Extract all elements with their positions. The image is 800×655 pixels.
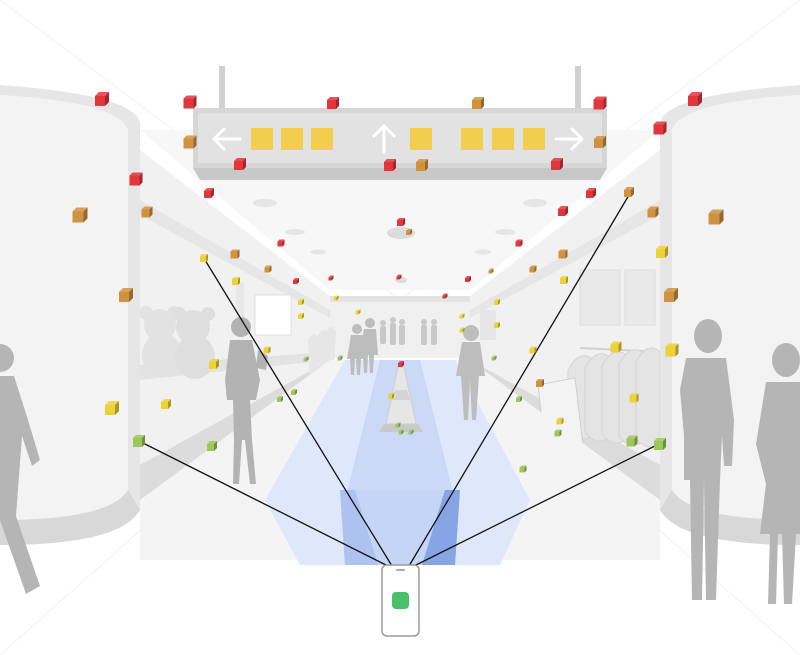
yellow-marker bbox=[232, 277, 240, 285]
yellow-marker bbox=[161, 399, 171, 409]
green-marker bbox=[337, 355, 343, 361]
red-marker bbox=[586, 188, 596, 198]
red-marker bbox=[515, 239, 523, 247]
green-marker bbox=[291, 389, 297, 395]
orange-marker bbox=[488, 268, 494, 274]
red-marker bbox=[183, 95, 197, 109]
red-marker bbox=[277, 239, 285, 247]
left-pillar bbox=[0, 85, 140, 545]
yellow-marker bbox=[355, 309, 361, 315]
smartphone-icon bbox=[381, 564, 420, 637]
yellow-marker bbox=[388, 393, 394, 399]
yellow-marker bbox=[209, 359, 219, 369]
red-marker bbox=[293, 278, 299, 284]
orange-marker bbox=[558, 249, 568, 259]
red-marker bbox=[95, 92, 109, 106]
arrow-left-icon bbox=[212, 127, 242, 151]
green-marker bbox=[519, 465, 527, 473]
yellow-marker bbox=[459, 313, 465, 319]
sign-tiles bbox=[251, 128, 545, 150]
status-dot bbox=[392, 592, 409, 609]
red-marker bbox=[442, 293, 448, 299]
yellow-marker bbox=[656, 246, 668, 258]
yellow-marker bbox=[263, 346, 271, 354]
orange-marker bbox=[416, 159, 428, 171]
clothes-rack bbox=[567, 347, 661, 448]
green-marker bbox=[398, 429, 404, 435]
orange-marker bbox=[183, 135, 197, 149]
yellow-marker bbox=[298, 299, 304, 305]
red-marker bbox=[129, 172, 143, 186]
red-marker bbox=[593, 96, 607, 110]
orange-marker bbox=[647, 206, 659, 218]
yellow-marker bbox=[333, 295, 339, 301]
orange-marker bbox=[264, 265, 272, 273]
orange-marker bbox=[664, 288, 678, 302]
green-marker bbox=[207, 441, 217, 451]
yellow-marker bbox=[459, 327, 465, 333]
red-marker bbox=[328, 275, 334, 281]
orange-marker bbox=[624, 187, 634, 197]
red-marker bbox=[558, 206, 568, 216]
ray-near-right bbox=[408, 194, 630, 567]
yellow-marker bbox=[629, 393, 639, 403]
red-marker bbox=[398, 361, 404, 367]
red-marker bbox=[688, 92, 702, 106]
ray-far-left bbox=[142, 442, 389, 567]
red-marker bbox=[384, 159, 396, 171]
arrow-up-icon bbox=[372, 124, 396, 154]
teddy-bears bbox=[139, 306, 215, 379]
red-marker bbox=[465, 276, 471, 282]
green-marker bbox=[277, 396, 283, 402]
yellow-marker bbox=[556, 417, 564, 425]
yellow-marker bbox=[298, 313, 304, 319]
orange-marker bbox=[594, 136, 606, 148]
green-marker bbox=[133, 435, 145, 447]
yellow-marker bbox=[200, 254, 208, 262]
orange-marker bbox=[472, 97, 484, 109]
yellow-marker bbox=[494, 322, 500, 328]
yellow-marker bbox=[610, 341, 622, 353]
ray-near-left bbox=[204, 259, 393, 567]
orange-marker bbox=[141, 206, 153, 218]
red-marker bbox=[234, 158, 246, 170]
orange-marker bbox=[230, 249, 240, 259]
overhead-sign bbox=[193, 66, 607, 180]
yellow-marker bbox=[665, 343, 679, 357]
green-marker bbox=[626, 435, 638, 447]
yellow-marker bbox=[105, 401, 119, 415]
green-marker bbox=[516, 396, 522, 402]
yellow-marker bbox=[529, 346, 537, 354]
red-marker bbox=[653, 121, 667, 135]
traffic-cone-icon bbox=[379, 366, 423, 432]
yellow-marker bbox=[494, 299, 500, 305]
red-marker bbox=[327, 97, 339, 109]
orange-marker bbox=[536, 379, 544, 387]
red-marker bbox=[551, 158, 563, 170]
orange-marker bbox=[119, 288, 133, 302]
green-marker bbox=[491, 355, 497, 361]
ray-far-right bbox=[413, 443, 660, 567]
arrow-right-icon bbox=[554, 127, 584, 151]
anchor-markers bbox=[72, 92, 724, 473]
red-marker bbox=[396, 274, 402, 280]
people bbox=[0, 317, 800, 604]
green-marker bbox=[395, 422, 401, 428]
green-marker bbox=[554, 429, 562, 437]
orange-marker bbox=[708, 209, 724, 225]
orange-marker bbox=[72, 207, 88, 223]
green-marker bbox=[654, 438, 666, 450]
yellow-marker bbox=[560, 276, 568, 284]
red-marker bbox=[204, 188, 214, 198]
sight-rays bbox=[142, 194, 660, 567]
green-marker bbox=[303, 356, 309, 362]
green-marker bbox=[408, 429, 414, 435]
red-marker bbox=[397, 218, 405, 226]
orange-marker bbox=[406, 229, 412, 235]
orange-marker bbox=[529, 265, 537, 273]
